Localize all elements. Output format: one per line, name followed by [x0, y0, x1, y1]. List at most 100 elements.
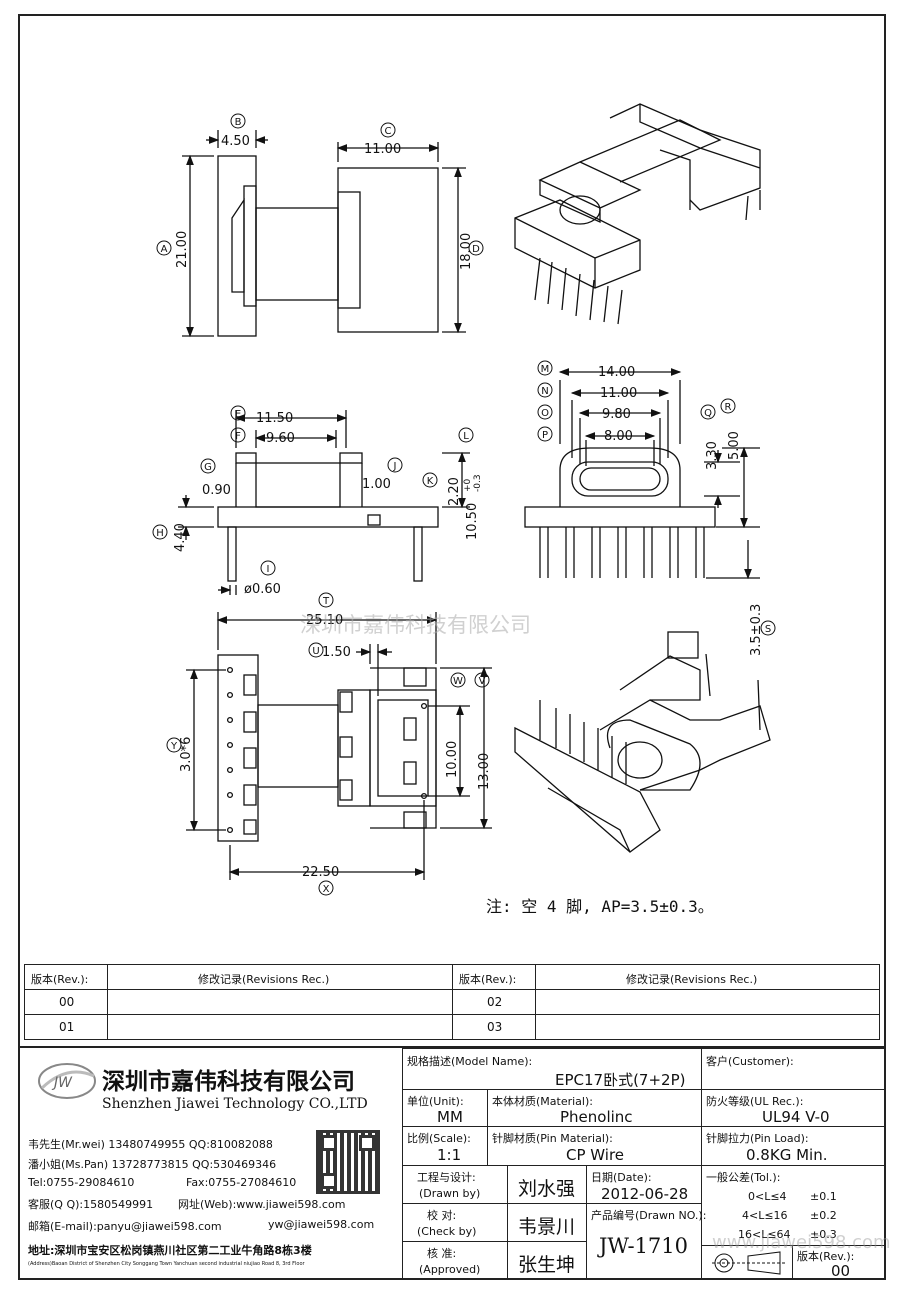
rev-label: 版本(Rev.):: [797, 1250, 855, 1263]
pin-load-value: 0.8KG Min.: [746, 1146, 828, 1164]
ref-letter-A: A: [156, 240, 172, 256]
tol-value-1: ±0.1: [810, 1190, 837, 1203]
svg-text:R: R: [725, 402, 732, 413]
scale-value: 1:1: [437, 1146, 462, 1164]
pin-material-label: 针脚材质(Pin Material):: [492, 1132, 613, 1145]
dim-V: 13.00: [477, 753, 492, 790]
svg-text:C: C: [385, 126, 392, 137]
svg-text:T: T: [322, 596, 330, 607]
dim-L-tol-minus: -0.3: [473, 474, 483, 492]
rev-row-03: 03: [487, 1020, 503, 1034]
ref-letter-I: I: [260, 560, 276, 576]
contact-wei: 韦先生(Mr.wei) 13480749955 QQ:810082088: [28, 1138, 273, 1151]
svg-text:H: H: [156, 528, 164, 539]
svg-text:B: B: [235, 117, 242, 128]
ref-letter-K: K: [422, 472, 438, 488]
dim-M: 14.00: [598, 365, 635, 380]
iso-view-top: [514, 103, 761, 325]
model-label: 规格描述(Model Name):: [407, 1055, 533, 1068]
rec-header-left: 修改记录(Revisions Rec.): [198, 973, 330, 986]
ref-letter-V: V: [474, 672, 490, 688]
rev-row-02: 02: [487, 995, 503, 1009]
ref-letter-J: J: [387, 457, 403, 473]
approve-label-en: (Approved): [419, 1263, 481, 1276]
dim-C: 11.00: [364, 142, 401, 157]
ref-letter-B: B: [230, 113, 246, 129]
ref-letter-L: L: [458, 427, 474, 443]
dim-P: 8.00: [604, 429, 633, 444]
dim-X: 22.50: [302, 865, 339, 880]
ref-letter-T: T: [318, 592, 334, 608]
ref-letter-D: D: [468, 240, 484, 256]
svg-text:S: S: [765, 624, 771, 635]
svg-text:L: L: [463, 431, 469, 442]
tol-value-3: ±0.3: [810, 1228, 837, 1241]
svg-text:W: W: [453, 676, 463, 687]
company-name-en: Shenzhen Jiawei Technology CO.,LTD: [102, 1096, 368, 1112]
rec-header-right: 修改记录(Revisions Rec.): [626, 973, 758, 986]
iso-view-bottom: [514, 631, 771, 853]
qr-code: [316, 1130, 380, 1194]
tel: Tel:0755-29084610: [28, 1176, 135, 1189]
company-panel: JW 深圳市嘉伟科技有限公司 Shenzhen Jiawei Technolog…: [18, 1048, 403, 1280]
ref-letter-C: C: [380, 122, 396, 138]
dim-B: 4.50: [221, 134, 250, 149]
ref-letter-G: G: [200, 458, 216, 474]
site-watermark: www.jiawei598.com: [712, 1232, 891, 1253]
drawn-value: 刘水强: [518, 1178, 576, 1200]
ref-letter-Y: Y: [166, 737, 182, 753]
dim-I: ø0.60: [244, 582, 281, 597]
svg-text:J: J: [393, 461, 397, 472]
dim-L: 10.50: [465, 503, 480, 540]
dim-H: 4.40: [173, 523, 188, 552]
svg-text:P: P: [542, 430, 548, 441]
dim-A: 21.00: [175, 231, 190, 268]
drawn-label-cn: 工程与设计:: [417, 1171, 476, 1184]
bottom-view: [217, 654, 437, 842]
address-en: (Address)Baoan District of Shenzhen City…: [28, 1261, 305, 1267]
svg-text:E: E: [235, 409, 241, 420]
dim-T: 25.10: [306, 613, 343, 628]
unit-label: 单位(Unit):: [407, 1095, 464, 1108]
ref-letter-P: P: [537, 426, 553, 442]
dim-K: 2.20: [447, 477, 462, 506]
svg-text:N: N: [541, 386, 548, 397]
spec-grid: 规格描述(Model Name): EPC17卧式(7+2P) 客户(Custo…: [402, 1048, 891, 1280]
check-label-cn: 校 对:: [427, 1209, 457, 1222]
ref-letter-O: O: [537, 404, 553, 420]
dim-Y: 3.0*6: [179, 737, 194, 772]
rev-row-00: 00: [59, 995, 75, 1009]
svg-text:F: F: [235, 431, 241, 442]
check-label-en: (Check by): [417, 1225, 477, 1238]
dim-N: 11.00: [600, 386, 637, 401]
material-value: Phenolinc: [560, 1108, 633, 1126]
logo-text: JW: [51, 1075, 73, 1091]
email: 邮箱(E-mail):panyu@jiawei598.com: [28, 1220, 222, 1233]
drawn-label-en: (Drawn by): [419, 1187, 481, 1200]
side-view-right: [337, 167, 439, 333]
title-block: JW 深圳市嘉伟科技有限公司 Shenzhen Jiawei Technolog…: [18, 1046, 891, 1282]
dim-R: 5.00: [727, 431, 742, 460]
svg-text:Y: Y: [170, 741, 178, 752]
tol-value-2: ±0.2: [810, 1209, 837, 1222]
tol-range-1: 0<L≤4: [748, 1190, 787, 1203]
ref-letter-X: X: [318, 880, 334, 896]
service-qq: 客服(Q Q):1580549991: [28, 1198, 154, 1211]
ul-label: 防火等级(UL Rec.):: [706, 1095, 804, 1108]
svg-text:M: M: [541, 364, 550, 375]
svg-text:G: G: [204, 462, 212, 473]
fax: Fax:0755-27084610: [186, 1176, 297, 1189]
drawn-no-value: JW-1710: [599, 1234, 689, 1258]
ref-letter-Q: Q: [700, 404, 716, 420]
dim-U: 1.50: [322, 645, 351, 660]
dim-O: 9.80: [602, 407, 631, 422]
ref-letter-F: F: [230, 427, 246, 443]
ref-letter-M: M: [537, 360, 553, 376]
dim-G: 0.90: [202, 483, 231, 498]
revision-table: 版本(Rev.): 修改记录(Revisions Rec.) 版本(Rev.):…: [24, 964, 880, 1040]
svg-text:Q: Q: [704, 408, 712, 419]
ref-letter-U: U: [308, 642, 324, 658]
ref-letter-S: S: [760, 620, 776, 636]
ref-letter-R: R: [720, 398, 736, 414]
dim-E: 11.50: [256, 411, 293, 426]
